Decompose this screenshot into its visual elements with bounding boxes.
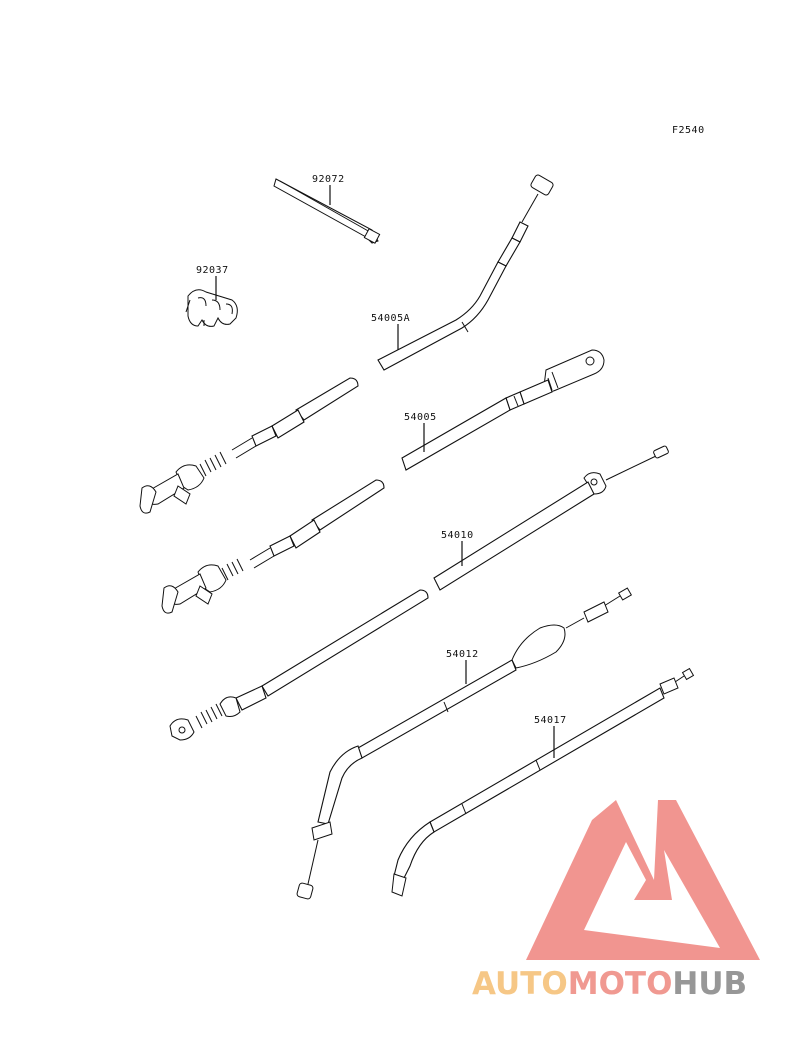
figure-code: F2540 (672, 125, 705, 136)
svg-text:AUTOMOTOHUB: AUTOMOTOHUB (472, 966, 747, 1002)
label-92072[interactable]: 92072 (312, 174, 345, 185)
part-54005-throttle-end-upper[interactable] (139, 377, 359, 514)
watermark-auto: AUTO (472, 966, 568, 1002)
part-54012-cable[interactable] (296, 587, 633, 900)
part-54005-cable[interactable] (401, 349, 605, 471)
part-54005A-cable[interactable] (377, 174, 554, 371)
part-92072-band-tie[interactable] (273, 178, 381, 244)
watermark-triangle (526, 800, 760, 960)
part-54010-cable[interactable] (433, 445, 669, 591)
label-54010[interactable]: 54010 (441, 530, 474, 541)
watermark-moto: MOTO (568, 966, 673, 1002)
label-54005[interactable]: 54005 (404, 412, 437, 423)
part-54010-cable-end[interactable] (169, 589, 429, 741)
part-92037-clamp[interactable] (185, 289, 238, 327)
label-54017[interactable]: 54017 (534, 715, 567, 726)
label-92037[interactable]: 92037 (196, 265, 229, 276)
watermark-logo: AUTOMOTOHUB (472, 800, 760, 1002)
watermark-hub: HUB (672, 966, 747, 1002)
label-54005A[interactable]: 54005A (371, 313, 410, 324)
part-54017-cable[interactable] (391, 667, 695, 897)
part-54005-throttle-end-lower[interactable] (161, 479, 385, 614)
label-54012[interactable]: 54012 (446, 649, 479, 660)
